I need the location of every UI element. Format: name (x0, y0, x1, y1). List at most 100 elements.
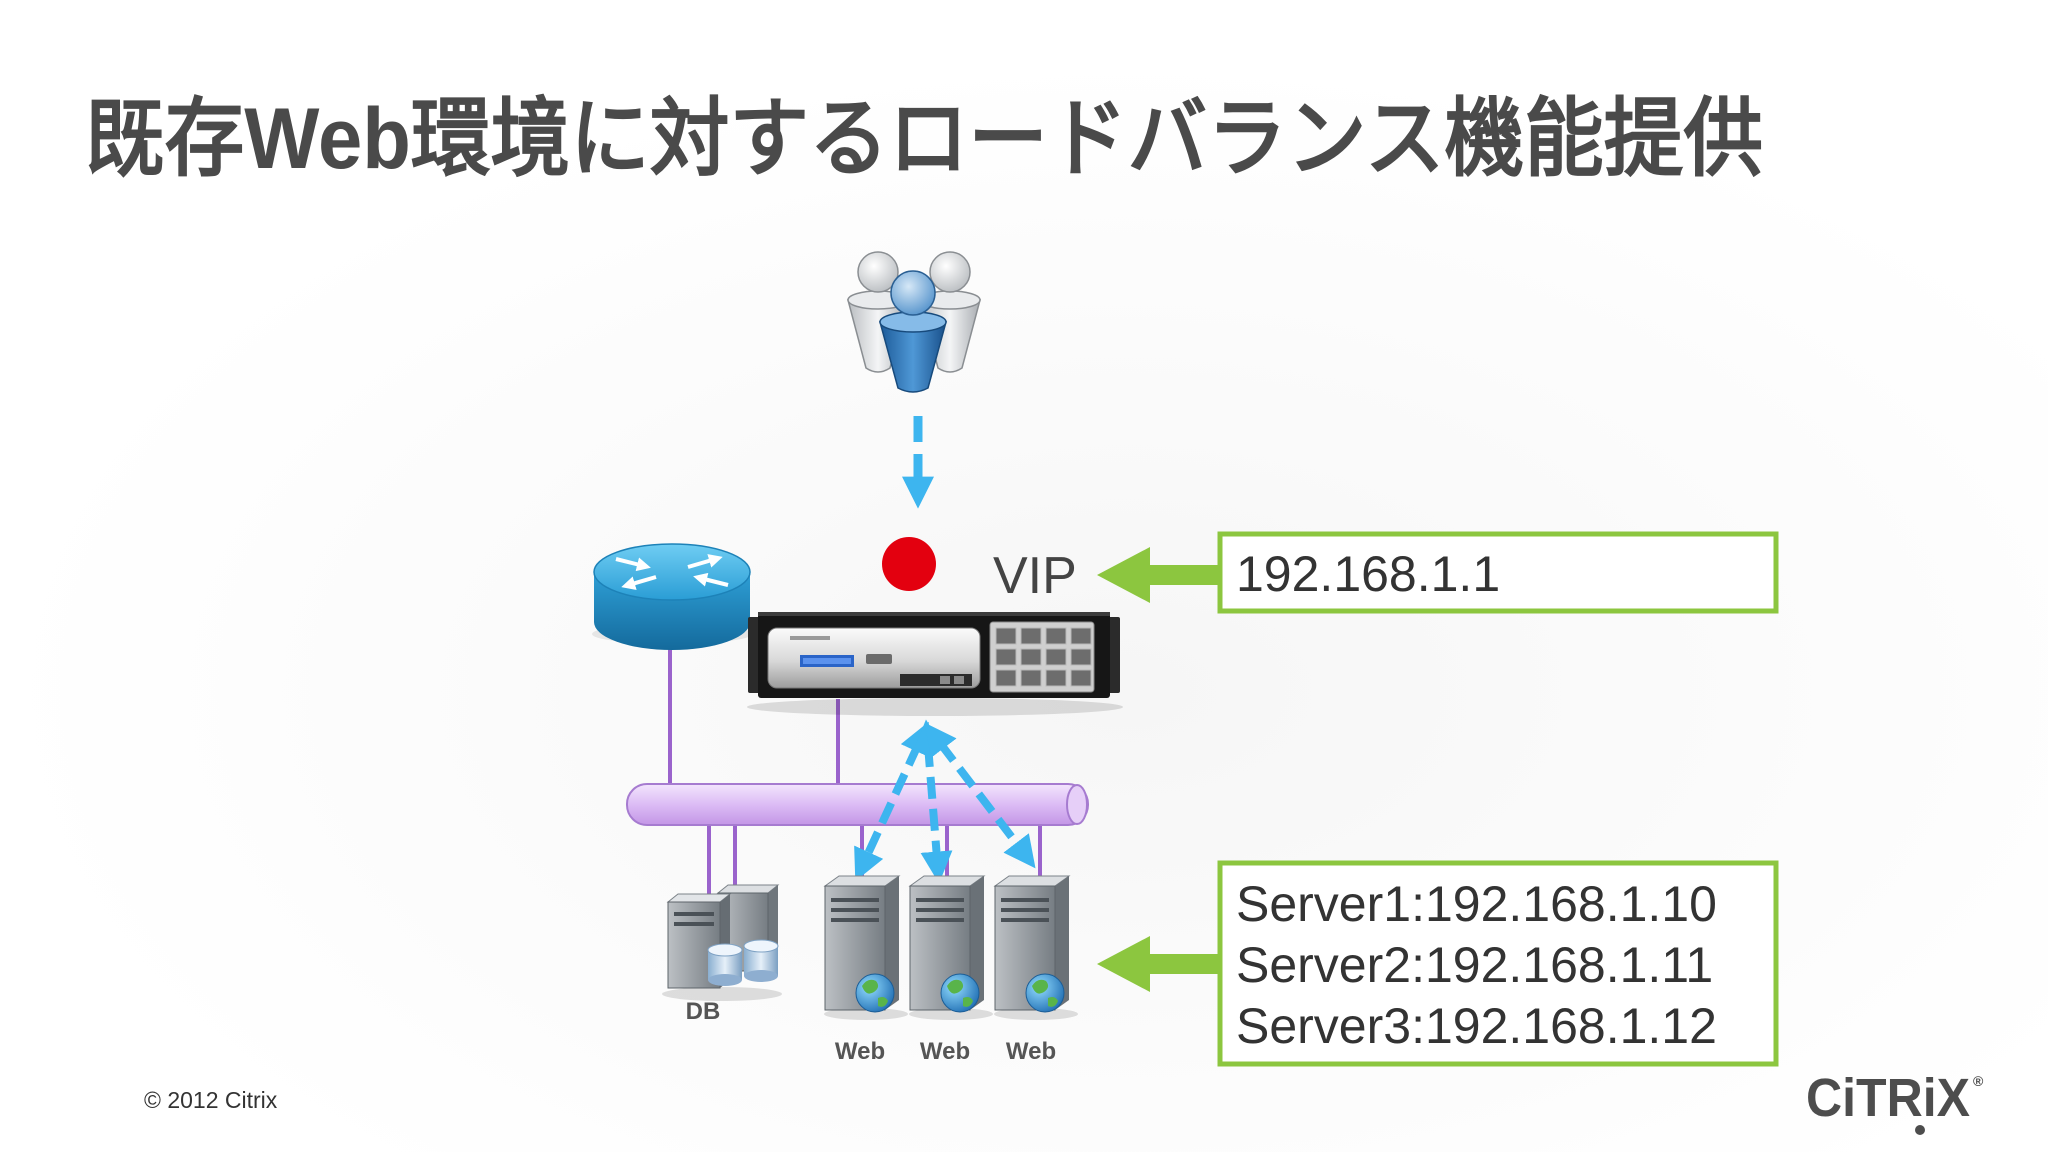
drive-bay (995, 648, 1017, 666)
lb-arrow-web-1 (854, 721, 930, 882)
drive-slot (916, 908, 964, 912)
page-title: 既存Web環境に対するロードバランス機能提供 (85, 91, 1763, 187)
drive-bay (1045, 627, 1067, 645)
drive-slot (674, 922, 714, 926)
arrow-shaft (1146, 565, 1222, 585)
copyright: © 2012 Citrix (144, 1087, 278, 1113)
web-server-icon (908, 875, 993, 1020)
tower-top (666, 893, 732, 903)
drive-slot (831, 908, 879, 912)
load-balancing-arrows (854, 719, 1036, 884)
globe-land (862, 979, 888, 1007)
globe-icon (1025, 973, 1065, 1013)
router-arrow-in-left (615, 557, 651, 572)
server-shadow (824, 1008, 908, 1020)
vip-label: VIP (993, 547, 1077, 605)
drive-slot (674, 912, 714, 916)
globe-icon (940, 973, 980, 1013)
drive-bay (1070, 627, 1092, 645)
drive-bay (1070, 669, 1092, 687)
server-address-2: Server2:192.168.1.11 (1236, 937, 1713, 993)
user-head (857, 251, 899, 293)
router-top (593, 543, 751, 601)
server-shadow (909, 1008, 993, 1020)
arrow-shaft (1146, 954, 1222, 974)
server-address-box: Server1:192.168.1.10 Server2:192.168.1.1… (1217, 860, 1779, 1067)
network-port-2 (954, 676, 964, 684)
drive-bay (1070, 648, 1092, 666)
web-label-2: Web (920, 1038, 970, 1065)
drive-slot (831, 898, 879, 902)
vip-dot-icon (882, 537, 936, 591)
router-icon (592, 543, 752, 650)
logo-wordmark: CiTRiX (1806, 1068, 1970, 1128)
drive-bay (1045, 669, 1067, 687)
globe-land (947, 979, 973, 1007)
drive-bay (1020, 669, 1042, 687)
web-server-icon (823, 875, 908, 1020)
drive-slot (1001, 918, 1049, 922)
appliance-shadow (747, 698, 1123, 716)
drive-bay (995, 627, 1017, 645)
drive-slot (1001, 898, 1049, 902)
arrow-head (1097, 936, 1150, 992)
network-port-1 (940, 676, 950, 684)
appliance-top-edge (758, 612, 1110, 616)
drive-bay (1020, 648, 1042, 666)
netscaler-appliance-icon (747, 612, 1123, 716)
database-cylinder-1 (707, 943, 743, 986)
server-shadow (994, 1008, 1078, 1020)
db-shadow (662, 987, 782, 1001)
citrix-logo: CiTRiX ® (1806, 1068, 1984, 1135)
user-head (929, 251, 971, 293)
tower-side (885, 876, 899, 1010)
tower-side (1055, 876, 1069, 1010)
network-bus (626, 783, 1089, 826)
drive-bay (995, 669, 1017, 687)
user-body (879, 321, 947, 393)
servers-pointer-arrow (1097, 936, 1222, 992)
bus-pipe-end (1066, 784, 1088, 825)
server-address-3: Server3:192.168.1.12 (1236, 998, 1717, 1054)
vip-address-box: 192.168.1.1 (1217, 531, 1779, 614)
database-cylinder-2 (743, 939, 779, 982)
tower-side (970, 876, 984, 1010)
router-arrow-out-left (621, 575, 657, 590)
web-label-1: Web (835, 1038, 885, 1065)
cylinder-bottom (744, 970, 778, 982)
server-address-1: Server1:192.168.1.10 (1236, 876, 1717, 932)
lb-arrow-web-3 (924, 722, 1036, 869)
lcd-glow (803, 658, 851, 664)
router-arrow-in-right (693, 572, 729, 587)
drive-bay (1045, 648, 1067, 666)
brand-plate (866, 654, 892, 664)
router-arrows (615, 554, 729, 590)
db-label: DB (686, 998, 721, 1025)
tower-top (716, 884, 780, 894)
web-label-3: Web (1006, 1038, 1056, 1065)
logo-dot (1915, 1125, 1925, 1135)
web-server-icon (993, 875, 1078, 1020)
globe-icon (855, 973, 895, 1013)
database-server-icon (662, 884, 782, 1001)
vip-address-frame (1217, 531, 1779, 614)
user-figure-front (879, 270, 947, 393)
cylinder-bottom (708, 974, 742, 986)
users-icon (847, 251, 981, 393)
vip-pointer-arrow (1097, 547, 1222, 603)
server-address-frame (1217, 860, 1779, 1067)
drive-bay (1020, 627, 1042, 645)
drive-slot (831, 918, 879, 922)
drive-bays (995, 627, 1092, 687)
drive-slot (1001, 908, 1049, 912)
drive-slot (916, 898, 964, 902)
bezel-strip (790, 636, 830, 640)
vip-address: 192.168.1.1 (1236, 546, 1500, 602)
logo-registered-mark: ® (1973, 1073, 1984, 1089)
cylinder-top (707, 943, 743, 957)
cylinder-top (743, 939, 779, 953)
user-head (890, 270, 936, 316)
globe-land (1032, 979, 1058, 1007)
